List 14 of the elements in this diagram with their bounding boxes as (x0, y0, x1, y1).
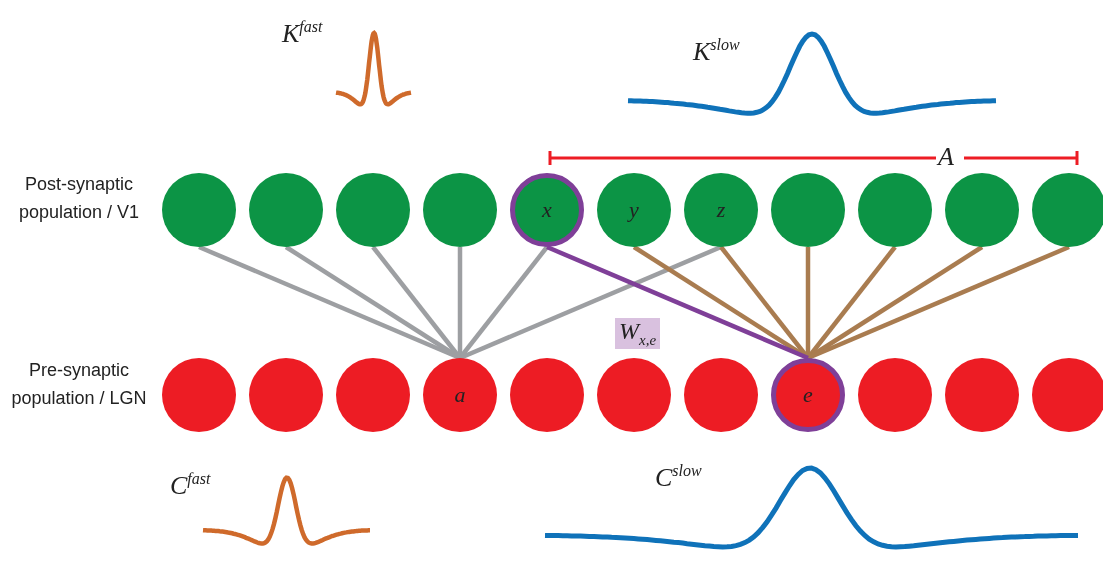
kernel-label: K$^{slow}$ (693, 36, 740, 67)
row-label: Post-synaptic population / V1 (17, 173, 141, 224)
edge-label: W$_{x,e}$ (615, 318, 661, 349)
kernel-label: C$^{slow}$ (655, 462, 702, 493)
neuron-label: z (716, 197, 726, 223)
neuron-label: e (803, 382, 813, 408)
neuron-label: a (454, 382, 466, 408)
neuron-label: y (629, 197, 639, 223)
kernel-label: C$^{fast}$ (170, 470, 211, 501)
kernel-label: K$^{fast}$ (282, 18, 323, 49)
dimension-label: A (938, 142, 954, 172)
row-label: Pre-synaptic population / LGN (10, 359, 148, 410)
neuron-label: x (542, 197, 552, 223)
connection-line (546, 244, 809, 361)
